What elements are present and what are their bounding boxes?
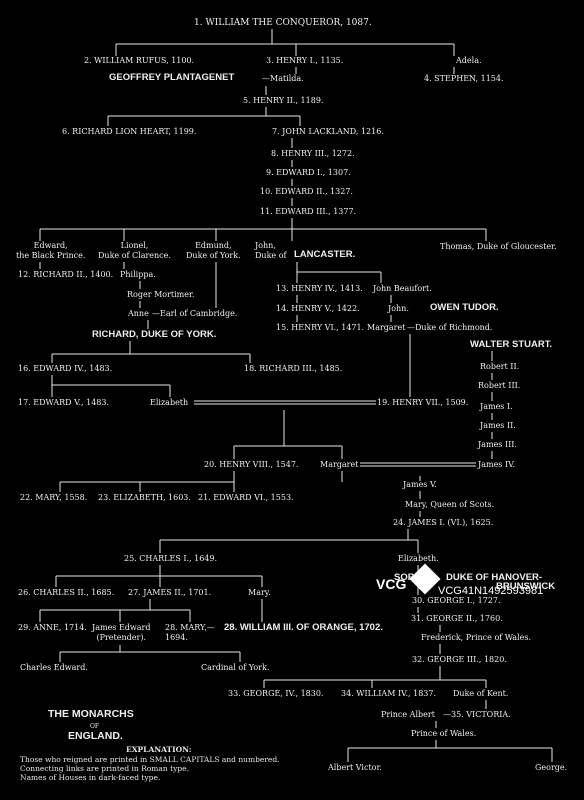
node-pretender: James Edward (Pretender). xyxy=(92,623,151,642)
node-george-i: 30. GEORGE I., 1727. xyxy=(412,596,501,605)
node-elizabeth-1603: 23. ELIZABETH, 1603. xyxy=(98,493,191,502)
house-walter-stuart: WALTER STUART. xyxy=(470,339,553,350)
node-prince-of-wales: Prince of Wales. xyxy=(411,729,477,738)
node-richard-i: 6. RICHARD LION HEART, 1199. xyxy=(62,127,197,136)
node-george: George. xyxy=(535,763,568,772)
node-john: 7. JOHN LACKLAND, 1216. xyxy=(272,127,384,136)
node-victoria: —35. VICTORIA. xyxy=(443,710,511,719)
node-black-prince: Edward, the Black Prince. xyxy=(16,241,86,260)
node-henry-iv: 13. HENRY IV., 1413. xyxy=(276,284,363,293)
node-stephen: 4. STEPHEN, 1154. xyxy=(424,74,504,83)
node-elizabeth-bohemia: Elizabeth. xyxy=(398,554,439,563)
node-richard-ii: 12. RICHARD II., 1400. xyxy=(18,270,114,279)
node-john-2: John. xyxy=(388,304,409,313)
node-robert-ii: Robert II. xyxy=(480,362,520,371)
house-brunswick: BRUNSWICK xyxy=(496,581,556,592)
node-edward-ii: 10. EDWARD II., 1327. xyxy=(260,187,353,196)
explanation-line2: Connecting links are printed in Roman ty… xyxy=(20,764,189,773)
explanation-line1: Those who reigned are printed in SMALL C… xyxy=(20,755,280,764)
explanation-heading: EXPLANATION: xyxy=(126,745,192,754)
node-henry-i: 3. HENRY I., 1135. xyxy=(266,56,344,65)
node-george-iv: 33. GEORGE, IV., 1830. xyxy=(228,689,324,698)
node-john-beaufort: John Beaufort. xyxy=(373,284,432,293)
chart-title-line2: ENGLAND. xyxy=(68,730,123,742)
node-james-i-scot: James I. xyxy=(480,402,513,411)
node-charles-i: 25. CHARLES I., 1649. xyxy=(124,554,218,563)
node-robert-iii: Robert III. xyxy=(478,381,521,390)
node-earl-cambridge: —Earl of Cambridge. xyxy=(152,309,238,318)
node-edward-iv: 16. EDWARD IV., 1483. xyxy=(18,364,113,373)
house-geoffrey-plantagenet: GEOFFREY PLANTAGENET xyxy=(109,72,235,83)
node-charles-edward: Charles Edward. xyxy=(20,663,88,672)
house-hanover: DUKE OF HANOVER- xyxy=(446,572,543,583)
house-owen-tudor: OWEN TUDOR. xyxy=(430,302,499,313)
node-henry-ii: 5. HENRY II., 1189. xyxy=(243,96,324,105)
node-margaret-tudor: Margaret xyxy=(320,460,359,469)
node-albert-victor: Albert Victor. xyxy=(328,763,382,772)
chart-title-line1: THE MONARCHS xyxy=(48,708,134,720)
node-george-ii: 31. GEORGE II., 1760. xyxy=(411,614,503,623)
node-william-iv: 34. WILLIAM IV., 1837. xyxy=(341,689,437,698)
node-edward-iii: 11. EDWARD III., 1377. xyxy=(260,207,357,216)
node-william-conqueror: 1. WILLIAM THE CONQUEROR, 1087. xyxy=(194,18,372,28)
node-lionel: Lionel, Duke of Clarence. xyxy=(98,241,171,260)
node-mary-queen-scots: Mary, Queen of Scots. xyxy=(405,500,495,509)
node-edmund: Edmund, Duke of York. xyxy=(186,241,241,260)
node-edward-v: 17. EDWARD V., 1483. xyxy=(18,398,110,407)
node-matilda: —Matilda. xyxy=(262,74,304,83)
node-charles-ii: 26. CHARLES II., 1685. xyxy=(18,588,115,597)
node-anne: Anne xyxy=(128,309,149,318)
node-henry-iii: 8. HENRY III., 1272. xyxy=(271,149,355,158)
node-john-gaunt: John, Duke of xyxy=(255,241,287,260)
node-edward-i: 9. EDWARD I., 1307. xyxy=(266,168,351,177)
node-george-iii: 32. GEORGE III., 1820. xyxy=(412,655,507,664)
watermark-id: VCG41N1492593981 xyxy=(438,585,544,597)
node-james-iii-scot: James III. xyxy=(478,440,517,449)
node-william-rufus: 2. WILLIAM RUFUS, 1100. xyxy=(84,56,195,65)
node-james-v: James V. xyxy=(403,480,437,489)
node-james-i: 24. JAMES I. (VI.), 1625. xyxy=(393,518,494,527)
node-henry-v: 14. HENRY V., 1422. xyxy=(276,304,360,313)
node-duke-kent: Duke of Kent. xyxy=(453,689,509,698)
node-henry-vii: 19. HENRY VII., 1509. xyxy=(377,398,469,407)
house-richard-york: RICHARD, DUKE OF YORK. xyxy=(92,329,217,340)
node-richard-iii: 18. RICHARD III., 1485. xyxy=(244,364,343,373)
node-james-ii-scot: James II. xyxy=(480,421,516,430)
node-henry-viii: 20. HENRY VIII., 1547. xyxy=(204,460,299,469)
node-henry-vi: 15. HENRY VI., 1471. xyxy=(276,323,365,332)
watermark-logo: VCG xyxy=(376,576,407,592)
node-james-ii: 27. JAMES II., 1701. xyxy=(128,588,212,597)
node-edward-vi: 21. EDWARD VI., 1553. xyxy=(198,493,294,502)
node-mary-1558: 22. MARY, 1558. xyxy=(20,493,88,502)
node-thomas-gloucester: Thomas, Duke of Gloucester. xyxy=(440,242,557,251)
node-elizabeth-york: Elizabeth xyxy=(150,398,189,407)
node-roger-mortimer: Roger Mortimer. xyxy=(127,290,195,299)
node-frederick: Frederick, Prince of Wales. xyxy=(421,633,531,642)
node-philippa: Philippa. xyxy=(120,270,156,279)
node-william-iii: 28. WILLIAM III. OF ORANGE, 1702. xyxy=(224,622,383,633)
node-duke-richmond: —Duke of Richmond. xyxy=(407,323,493,332)
node-mary-orange: Mary. xyxy=(248,588,271,597)
explanation-line3: Names of Houses in dark-faced type. xyxy=(20,773,161,782)
node-anne-queen: 29. ANNE, 1714. xyxy=(18,623,87,632)
node-adela: Adela. xyxy=(456,56,482,65)
house-lancaster: LANCASTER. xyxy=(294,249,356,260)
node-cardinal-york: Cardinal of York. xyxy=(201,663,270,672)
node-james-iv: James IV. xyxy=(478,460,516,469)
node-margaret-beaufort: Margaret xyxy=(367,323,406,332)
chart-title-of: OF xyxy=(90,723,100,730)
node-mary-ii: 28. MARY,— 1694. xyxy=(165,623,215,642)
node-prince-albert: Prince Albert xyxy=(381,710,435,719)
